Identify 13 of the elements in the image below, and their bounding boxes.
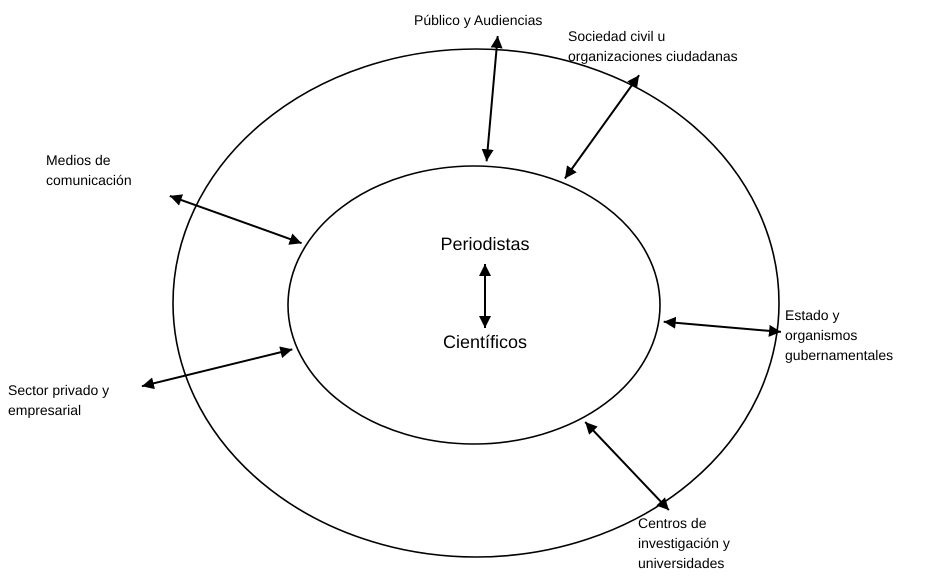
stakeholder-label: Sector privado y empresarial	[8, 380, 138, 426]
double-arrow	[479, 264, 491, 328]
actor-label: Periodistas	[425, 234, 545, 260]
double-arrow	[169, 194, 302, 245]
double-arrow	[664, 316, 782, 337]
actor-label: Científicos	[425, 332, 545, 358]
stakeholder-label: Centros de investigación y universidades	[638, 513, 768, 579]
double-arrow	[564, 74, 640, 180]
stakeholder-label: Estado y organismos gubernamentales	[785, 305, 915, 371]
double-arrow	[142, 346, 293, 390]
stakeholder-label: Medios de comunicación	[46, 150, 166, 196]
double-arrow	[584, 421, 670, 511]
double-arrow	[482, 36, 503, 162]
